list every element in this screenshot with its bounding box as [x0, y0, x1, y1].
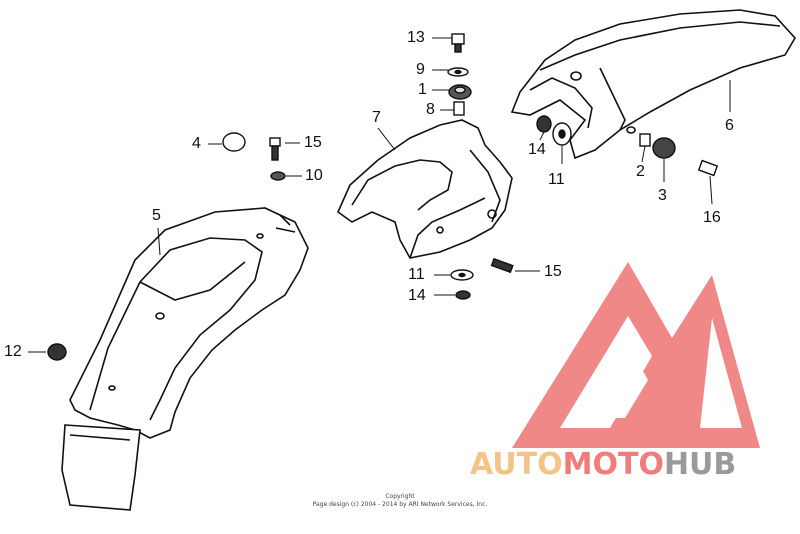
callout-3: 3	[658, 187, 667, 204]
callout-2: 2	[636, 163, 645, 180]
callout-13: 13	[407, 29, 425, 46]
logo-part-moto: MOTO	[562, 447, 664, 482]
callout-5: 5	[152, 207, 161, 224]
callout-6: 6	[725, 117, 734, 134]
callout-10: 10	[305, 167, 323, 184]
rear-fender-part	[61, 207, 309, 511]
callout-11-lower: 11	[408, 266, 425, 283]
copyright-title: Copyright	[385, 493, 415, 500]
callout-8: 8	[426, 101, 435, 118]
front-fender-part	[510, 9, 796, 160]
fender-bracket-part	[337, 119, 513, 259]
callout-15-lower: 15	[544, 263, 562, 280]
logo-part-hub: HUB	[663, 447, 737, 482]
callout-1: 1	[418, 81, 427, 98]
automotohub-logo-text: AUTOMOTOHUB	[470, 447, 736, 482]
copyright-notice: Page design (c) 2004 - 2014 by ARI Netwo…	[312, 501, 488, 508]
logo-part-auto: AUTO	[470, 447, 563, 482]
callout-16: 16	[703, 209, 721, 226]
callout-9: 9	[416, 61, 425, 78]
leader-lines	[28, 37, 731, 353]
callout-14-upper: 14	[528, 141, 546, 158]
hardware-parts	[47, 33, 719, 361]
callout-14-lower: 14	[408, 287, 426, 304]
automotohub-logo-icon	[512, 262, 760, 448]
callout-12: 12	[4, 343, 22, 360]
callout-11-upper: 11	[548, 171, 565, 188]
callout-15-upper: 15	[304, 134, 322, 151]
callout-4: 4	[192, 135, 201, 152]
callout-7: 7	[372, 109, 381, 126]
